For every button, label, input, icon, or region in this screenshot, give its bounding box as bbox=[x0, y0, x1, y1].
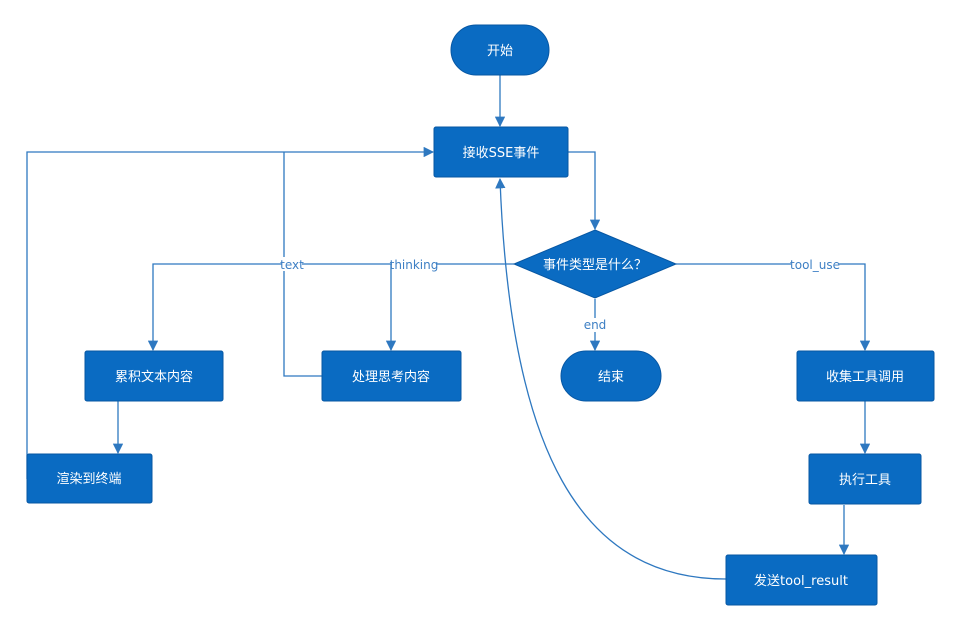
node-start-label: 开始 bbox=[487, 44, 513, 59]
edge-label-tool-use: tool_use bbox=[790, 258, 840, 272]
edge-label-end: end bbox=[584, 318, 607, 332]
edge-send-to-receive bbox=[495, 177, 727, 580]
node-accumulate-text[interactable]: 累积文本内容 bbox=[84, 350, 224, 402]
node-receive-sse[interactable]: 接收SSE事件 bbox=[433, 126, 569, 178]
edge-decision-to-accumulate bbox=[147, 263, 514, 352]
node-decision[interactable]: 事件类型是什么？ bbox=[512, 229, 678, 299]
node-handle-thinking[interactable]: 处理思考内容 bbox=[321, 350, 462, 402]
node-collect-tool[interactable]: 收集工具调用 bbox=[796, 350, 935, 402]
node-execute-tool-label: 执行工具 bbox=[839, 473, 891, 488]
node-decision-label: 事件类型是什么？ bbox=[543, 258, 647, 273]
node-start[interactable]: 开始 bbox=[450, 24, 550, 76]
node-handle-thinking-label: 处理思考内容 bbox=[352, 369, 430, 385]
edge-render-to-receive bbox=[26, 146, 435, 479]
node-send-result-label: 发送tool_result bbox=[754, 573, 848, 589]
node-accumulate-text-label: 累积文本内容 bbox=[115, 369, 193, 385]
node-execute-tool[interactable]: 执行工具 bbox=[808, 453, 922, 505]
edge-decision-to-collect bbox=[676, 263, 871, 352]
node-render-terminal-label: 渲染到终端 bbox=[56, 471, 121, 487]
node-send-result[interactable]: 发送tool_result bbox=[725, 554, 878, 606]
edge-receive-to-decision bbox=[568, 151, 601, 231]
edge-thinking-to-receive bbox=[283, 152, 322, 377]
node-render-terminal[interactable]: 渲染到终端 bbox=[26, 453, 153, 504]
edge-label-text: text bbox=[280, 258, 304, 272]
node-receive-sse-label: 接收SSE事件 bbox=[463, 145, 540, 161]
node-end-label: 结束 bbox=[598, 370, 624, 385]
edge-labels: text thinking end tool_use bbox=[280, 257, 840, 332]
edge-label-thinking: thinking bbox=[390, 258, 439, 272]
node-end[interactable]: 结束 bbox=[560, 350, 662, 402]
node-collect-tool-label: 收集工具调用 bbox=[826, 369, 904, 385]
nodes: 开始 接收SSE事件 事件类型是什么？ 累积文本内容 处理思考内容 结束 bbox=[26, 24, 935, 606]
